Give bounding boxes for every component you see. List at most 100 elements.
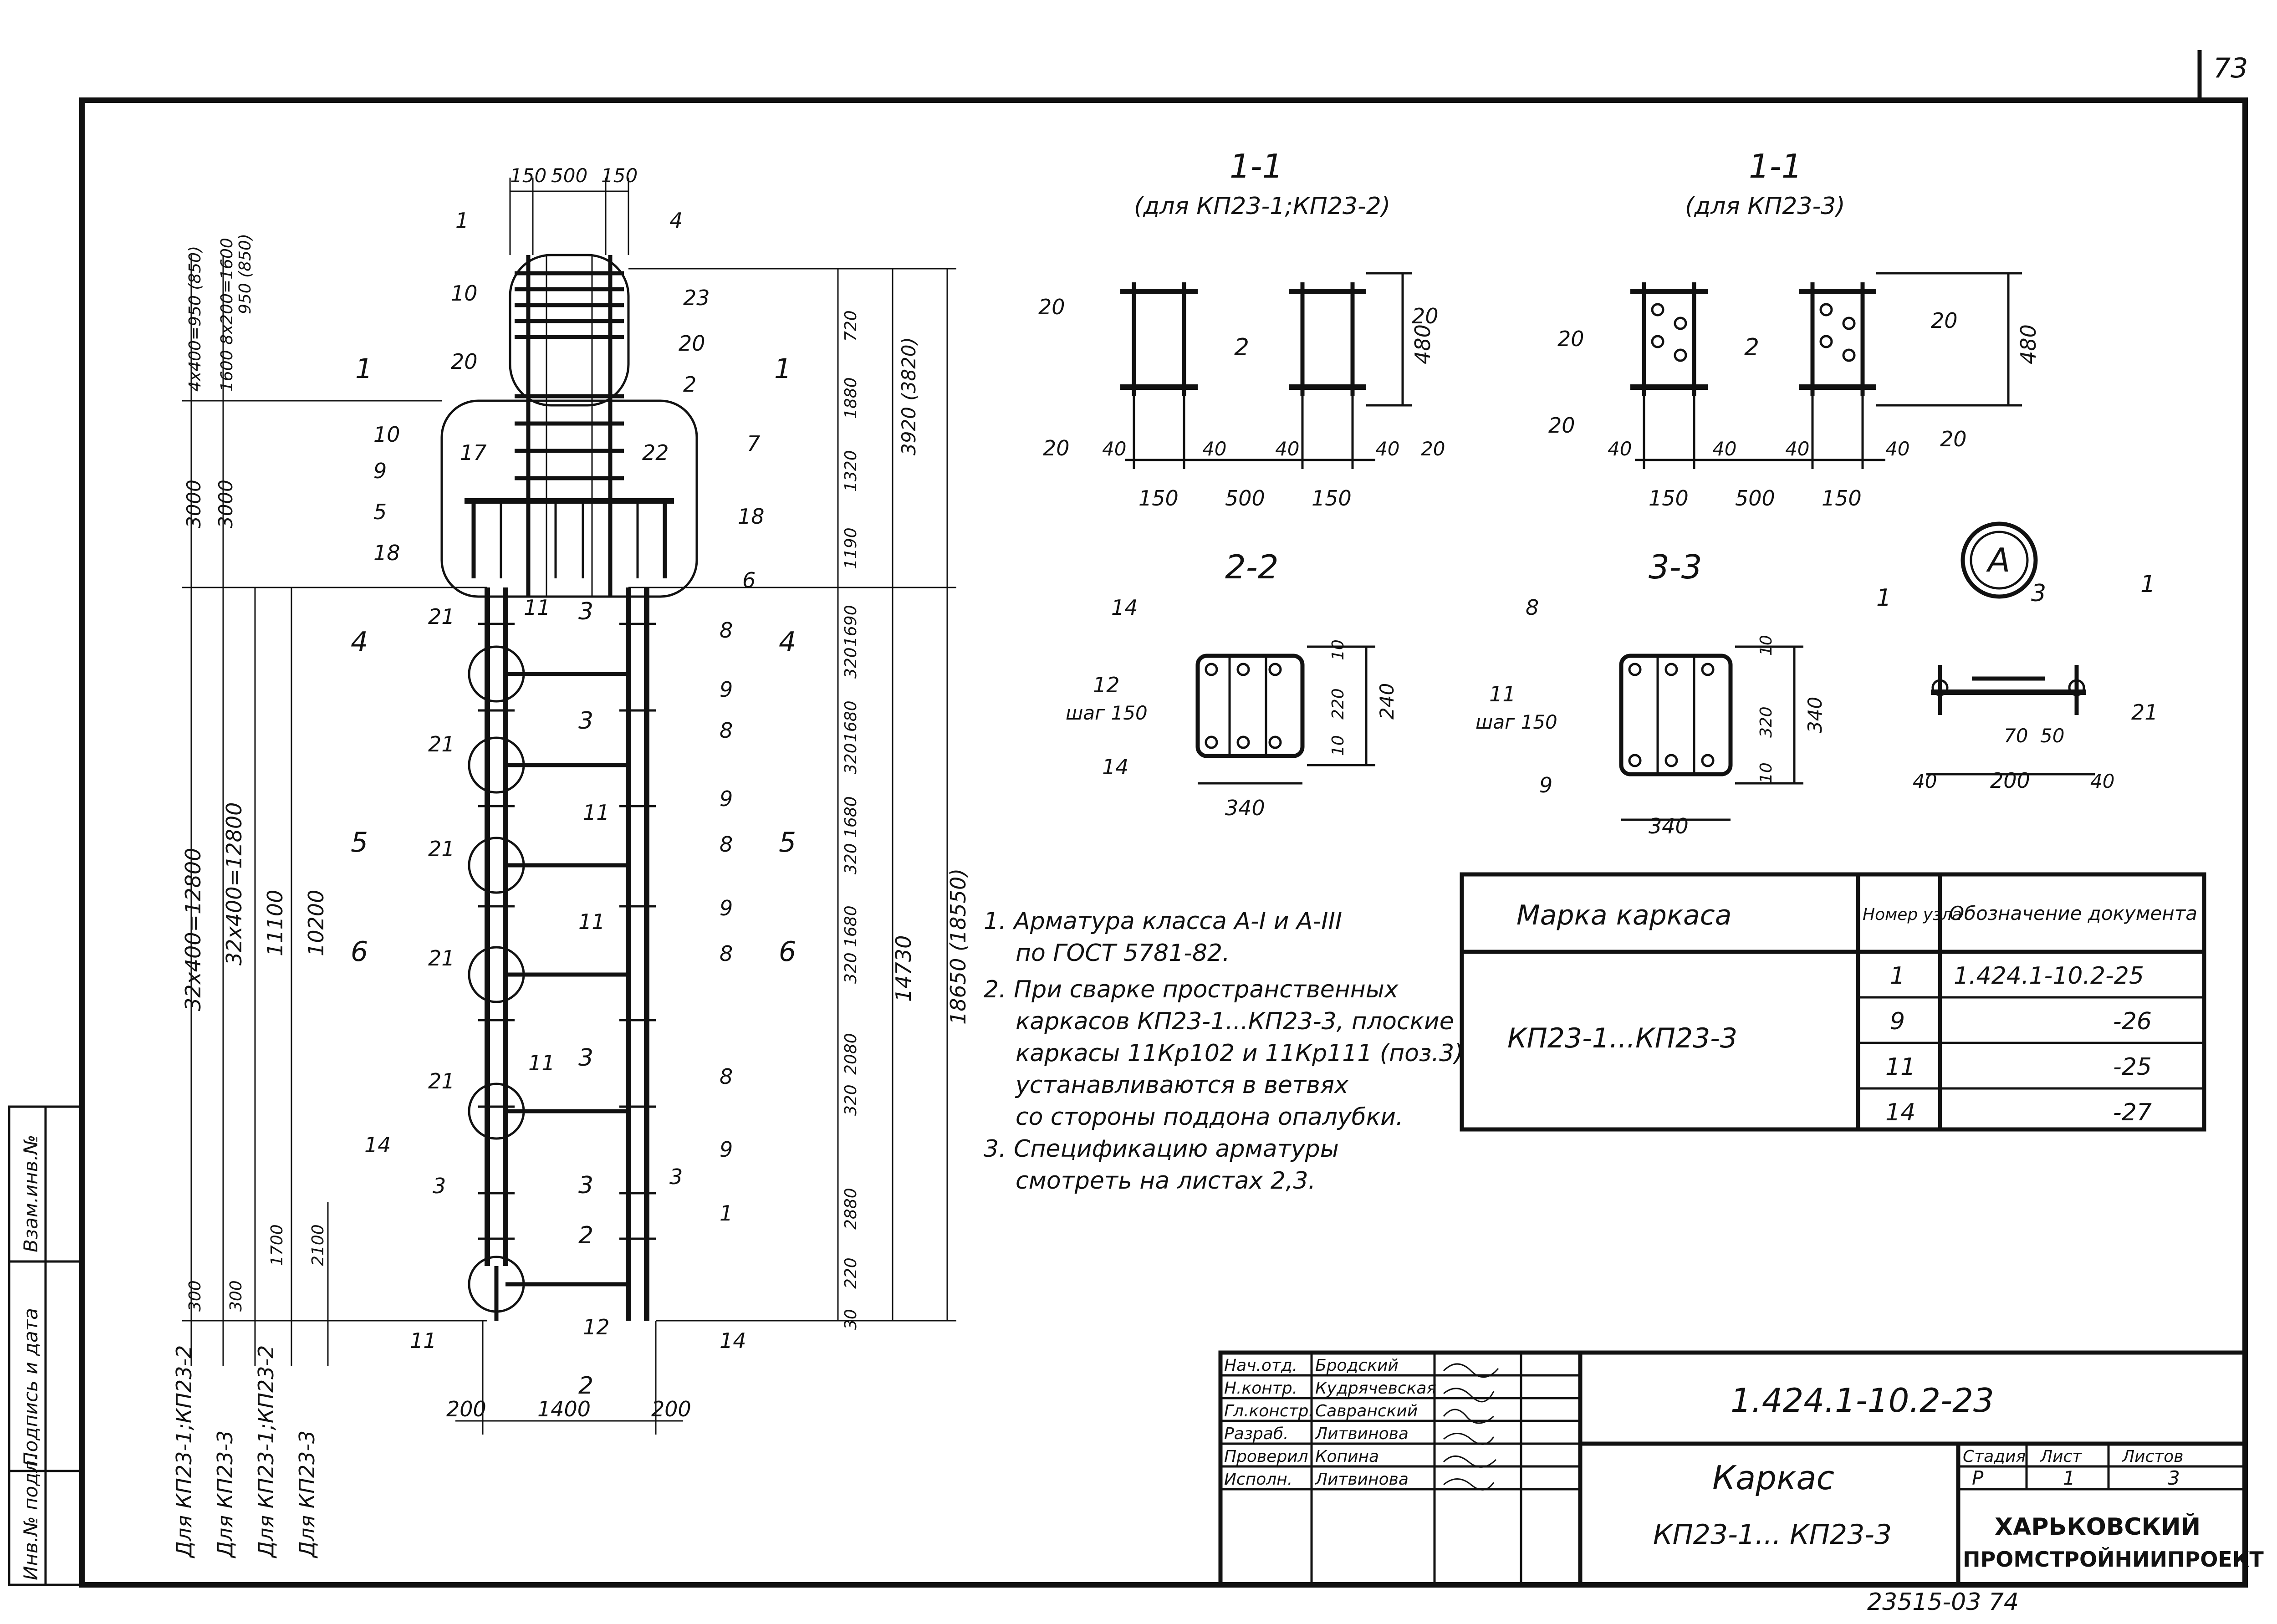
section-1-1-b-subtitle: (для КП23-3) <box>1685 193 1845 220</box>
tb-role-5: Проверил <box>1224 1447 1308 1466</box>
nodeA-200: 200 <box>1990 768 2030 793</box>
dim-bottom-200-left: 200 <box>446 1397 486 1421</box>
elev-body-21-c: 21 <box>428 837 455 861</box>
dim-right-2080: 2080 <box>842 1033 860 1075</box>
tb-name-line1: Каркас <box>1712 1459 1834 1497</box>
s22-12: 12 <box>1093 673 1120 697</box>
sec-b-20-tr: 20 <box>1931 308 1958 333</box>
sec-a-500: 500 <box>1225 486 1265 511</box>
nodeA-3: 3 <box>2031 580 2046 607</box>
cut-3-c: 3 <box>578 1044 593 1072</box>
tb-sheets: 3 <box>2168 1467 2180 1489</box>
elev-pos-4: 4 <box>669 208 683 233</box>
dim-left-11100: 11100 <box>263 890 287 956</box>
note-line-8: 3. Спецификацию арматуры <box>984 1135 1339 1163</box>
tb-name-6: Литвинова <box>1314 1470 1409 1489</box>
dim-right-1320: 1320 <box>842 450 860 492</box>
sec-a-20-tl: 20 <box>1038 295 1065 319</box>
sec-a-20-tr: 20 <box>1412 304 1439 328</box>
s33-step: шаг 150 <box>1475 711 1557 733</box>
nodeA-1-left: 1 <box>1876 584 1891 612</box>
elev-body-11-e: 11 <box>410 1328 437 1353</box>
strip-replace-label: Взам.инв.№ <box>20 1135 42 1252</box>
elev-pos-10-b: 10 <box>373 422 400 447</box>
s22-10-bottom: 10 <box>1329 735 1348 756</box>
dim-left-4x400: 4x400=950 (850) <box>186 246 204 392</box>
tb-org-line2: ПРОМСТРОЙНИИПРОЕКТ <box>1963 1547 2264 1572</box>
sec-b-40-b: 40 <box>1712 438 1736 460</box>
dim-right-1190: 1190 <box>842 527 860 569</box>
tb-sheet: 1 <box>2063 1467 2075 1489</box>
notes-block: 1. Арматура класса А-I и А-III по ГОСТ 5… <box>984 908 1463 1195</box>
left-strip <box>8 1105 83 1586</box>
sec-b-40-a: 40 <box>1608 438 1632 460</box>
cut-1-left: 1 <box>355 353 373 385</box>
note-line-2: по ГОСТ 5781-82. <box>1016 940 1230 967</box>
elev-body-8-b: 8 <box>720 718 733 743</box>
sec-b-480: 480 <box>2016 324 2041 364</box>
elevation-view <box>182 178 956 1435</box>
dim-top-150-left: 150 <box>510 164 546 187</box>
section-3-3-title: 3-3 <box>1649 548 1702 586</box>
sec-a-150-r: 150 <box>1312 486 1352 511</box>
dim-right-220: 220 <box>842 1257 860 1289</box>
ref-row-4-doc: -27 <box>2113 1099 2152 1126</box>
sec-b-20-bl: 20 <box>1548 413 1575 438</box>
cut-1-right: 1 <box>774 353 791 385</box>
sec-a-480: 480 <box>1410 324 1435 364</box>
elev-body-9-b: 9 <box>720 786 733 811</box>
cut-5-left: 5 <box>351 827 368 858</box>
dim-right-1680-a: 1680 <box>842 700 860 742</box>
ref-row-3-node: 11 <box>1885 1053 1915 1081</box>
dim-left-950: 950 (850) <box>236 234 255 314</box>
sec-a-150-l: 150 <box>1138 486 1179 511</box>
elev-pos-22: 22 <box>642 440 669 465</box>
cut-3-b: 3 <box>578 707 593 735</box>
elev-body-8-a: 8 <box>720 618 733 643</box>
s22-14-top: 14 <box>1111 595 1138 620</box>
tb-role-1: Нач.отд. <box>1224 1356 1297 1375</box>
reference-table <box>1460 872 2206 1132</box>
elev-pos-5: 5 <box>373 500 387 524</box>
sec-b-150-r: 150 <box>1822 486 1862 511</box>
dim-right-320-d: 320 <box>842 952 860 984</box>
elev-body-11-d: 11 <box>528 1051 555 1075</box>
tb-name-line2: КП23-1... КП23-3 <box>1653 1519 1892 1551</box>
nodeA-70: 70 <box>2004 725 2028 747</box>
elev-body-12: 12 <box>583 1315 610 1339</box>
dim-left-2100: 2100 <box>309 1224 327 1266</box>
s33-8: 8 <box>1526 595 1539 620</box>
cut-5-right: 5 <box>779 827 796 858</box>
s22-step: шаг 150 <box>1066 702 1148 724</box>
ref-row-2-doc: -26 <box>2113 1008 2152 1035</box>
note-line-5: каркасы 11Кр102 и 11Кр111 (поз.3) <box>1016 1040 1463 1067</box>
section-2-2-drawing <box>1195 645 1375 785</box>
dim-right-720: 720 <box>842 310 860 342</box>
sec-b-500: 500 <box>1735 486 1775 511</box>
nodeA-40-r: 40 <box>2090 770 2114 792</box>
dim-left-1700: 1700 <box>268 1224 286 1266</box>
tb-role-6: Исполн. <box>1224 1470 1292 1489</box>
ref-row-1-doc: 1.424.1-10.2-25 <box>1954 962 2144 990</box>
ref-header-node: Номер узла <box>1863 905 1962 924</box>
note-line-4: каркасов КП23-1...КП23-3, плоские <box>1016 1008 1454 1035</box>
elev-pos-10-a: 10 <box>451 281 478 306</box>
tb-name-2: Кудрячевская <box>1315 1379 1436 1398</box>
node-a-label: А <box>1986 541 2010 579</box>
sec-b-2: 2 <box>1744 334 1759 361</box>
dim-left-32x400-a: 32x400=12800 <box>181 848 205 1011</box>
dim-right-1880: 1880 <box>842 377 860 419</box>
elev-body-21-e: 21 <box>428 1069 455 1093</box>
ref-header-doc: Обозначение документа <box>1949 902 2197 924</box>
elev-body-1: 1 <box>720 1201 733 1226</box>
ref-mark-value: КП23-1...КП23-3 <box>1507 1022 1737 1054</box>
s22-220: 220 <box>1329 688 1348 720</box>
sec-a-2: 2 <box>1234 334 1249 361</box>
nodeA-40-l: 40 <box>1913 770 1937 792</box>
note-line-6: устанавливаются в ветвях <box>1015 1072 1349 1099</box>
cut-4-left: 4 <box>351 626 368 658</box>
dim-right-3920: 3920 (3820) <box>898 337 920 455</box>
s33-340-v: 340 <box>1804 697 1826 733</box>
node-a-drawing <box>1926 665 2095 776</box>
